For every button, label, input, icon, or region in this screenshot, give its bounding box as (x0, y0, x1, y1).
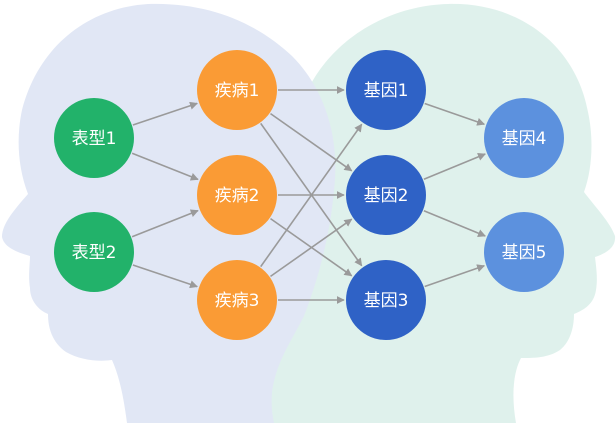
node-label-g5: 基因5 (502, 243, 547, 263)
node-g1: 基因1 (346, 50, 426, 130)
node-g5: 基因5 (484, 212, 564, 292)
node-label-d3: 疾病3 (215, 291, 260, 311)
edge-d3-g2 (270, 218, 353, 278)
node-label-p1: 表型1 (72, 129, 117, 149)
node-label-g2: 基因2 (364, 186, 409, 206)
nodes-layer: 表型1 表型2 疾病1 疾病2 疾病3 基因1 基因2 基因3 基因4 基因5 (54, 50, 564, 340)
edge-p2-d2 (131, 209, 199, 238)
node-circle-g1 (346, 50, 426, 130)
node-d3: 疾病3 (197, 260, 277, 340)
node-label-p2: 表型2 (72, 243, 117, 263)
node-label-g1: 基因1 (364, 81, 409, 101)
edge-g1-g4 (424, 102, 486, 126)
node-p2: 表型2 (54, 212, 134, 292)
node-circle-g2 (346, 155, 426, 235)
node-g2: 基因2 (346, 155, 426, 235)
node-circle-g4 (484, 98, 564, 178)
node-circle-g5 (484, 212, 564, 292)
node-circle-d3 (197, 260, 277, 340)
edge-p1-d2 (131, 152, 199, 181)
node-g4: 基因4 (484, 98, 564, 178)
node-label-d2: 疾病2 (215, 186, 260, 206)
edge-g3-g5 (424, 264, 486, 288)
edge-d3-g1 (260, 123, 363, 268)
edge-p1-d1 (132, 101, 198, 126)
node-circle-d1 (197, 50, 277, 130)
node-p1: 表型1 (54, 98, 134, 178)
edge-p2-d3 (132, 264, 198, 289)
edge-g2-g5 (423, 209, 486, 237)
node-label-g3: 基因3 (364, 291, 409, 311)
node-circle-d2 (197, 155, 277, 235)
edge-g2-g4 (423, 153, 486, 181)
node-d1: 疾病1 (197, 50, 277, 130)
node-circle-p1 (54, 98, 134, 178)
edges-layer (131, 86, 486, 304)
node-g3: 基因3 (346, 260, 426, 340)
node-label-g4: 基因4 (502, 129, 547, 149)
edge-d1-g2 (270, 112, 353, 172)
node-circle-p2 (54, 212, 134, 292)
node-circle-g3 (346, 260, 426, 340)
node-label-d1: 疾病1 (215, 81, 260, 101)
node-d2: 疾病2 (197, 155, 277, 235)
